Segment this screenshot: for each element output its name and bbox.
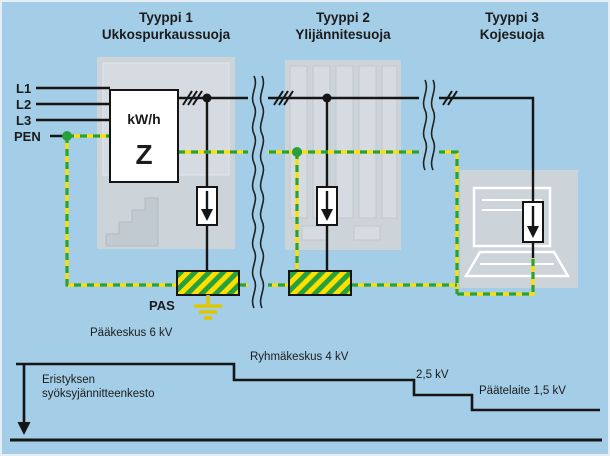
meter-symbol-label: Z xyxy=(135,139,152,170)
wavy-separator-1a xyxy=(251,75,257,309)
type3-subtitle: Kojesuoja xyxy=(480,27,545,42)
type3-title: Tyyppi 3 xyxy=(485,10,539,25)
conductor-label-l3: L3 xyxy=(16,113,31,128)
pe-junction-dot xyxy=(292,147,302,157)
meter-unit-label: kW/h xyxy=(127,111,160,127)
axis-label-line2: syöksyjännitteenkesto xyxy=(42,388,155,400)
junction-dot-2 xyxy=(322,93,332,103)
conductor-hatch-marks xyxy=(182,90,458,106)
wavy-separator-1b xyxy=(259,75,265,309)
phase-wiring xyxy=(36,86,535,271)
surge-arrester-3-icon xyxy=(522,201,544,243)
axis-label-line1: Eristyksen xyxy=(42,374,95,386)
level-main-board-label: Pääkeskus 6 kV xyxy=(90,327,173,339)
wavy-separator-2a xyxy=(422,79,428,171)
type2-title: Tyyppi 2 xyxy=(316,10,370,25)
level-group-board-label: Ryhmäkeskus 4 kV xyxy=(250,351,349,363)
pen-junction-dot xyxy=(62,131,72,141)
level-mid-label: 2,5 kV xyxy=(416,369,449,381)
surge-arrester-2-icon xyxy=(316,186,338,226)
kwh-meter-icon: kW/h Z xyxy=(109,89,179,183)
stairs-decoration xyxy=(105,197,159,247)
withstand-step-chart xyxy=(10,362,602,442)
conductor-label-l1: L1 xyxy=(16,81,31,96)
pas-bar-1 xyxy=(176,270,240,296)
conductor-label-pen: PEN xyxy=(14,129,41,144)
labels: Tyyppi 1 Ukkospurkaussuoja Tyyppi 2 Ylij… xyxy=(14,10,566,400)
group-board-panel xyxy=(285,60,401,250)
type1-subtitle: Ukkospurkaussuoja xyxy=(102,27,231,42)
main-wire xyxy=(178,96,535,202)
wavy-separator-2b xyxy=(430,79,436,171)
ground-icon xyxy=(194,295,222,320)
pas-label: PAS xyxy=(149,298,175,313)
section-breaks xyxy=(248,75,439,309)
level-terminal-label: Päätelaite 1,5 kV xyxy=(479,385,566,397)
conductor-label-l2: L2 xyxy=(16,97,31,112)
pe-green-layer xyxy=(65,134,535,296)
pas-bar-2 xyxy=(288,270,352,296)
type2-subtitle: Ylijännitesuoja xyxy=(295,27,391,42)
terminal-device-panel xyxy=(460,170,578,288)
step-line xyxy=(16,362,600,412)
withstand-arrow-icon xyxy=(17,365,31,435)
type1-title: Tyyppi 1 xyxy=(139,10,193,25)
surge-arrester-1-icon xyxy=(196,186,218,226)
junction-dot-1 xyxy=(202,93,212,103)
